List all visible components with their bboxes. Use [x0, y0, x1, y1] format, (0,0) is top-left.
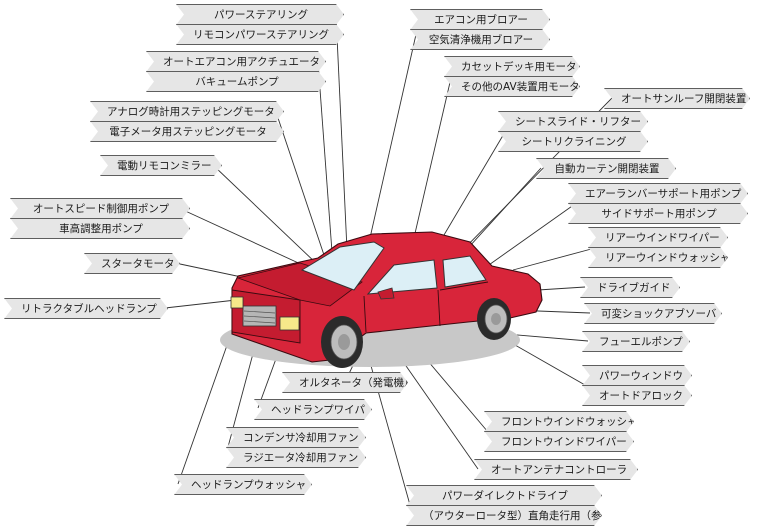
label-height-adjust-pump: 車高調整用ポンプ	[10, 218, 190, 239]
label-front-washer: フロントウインドウォッシャ	[484, 411, 634, 432]
label-starter-motor: スタータモータ	[84, 253, 180, 274]
label-headlamp-wiper: ヘッドランプワイパ	[254, 399, 372, 420]
label-remote-power-steering: リモコンパワーステアリング	[176, 24, 344, 45]
label-alternator: オルタネータ（発電機）	[282, 372, 408, 393]
rear-wheel	[477, 298, 511, 340]
label-seat-slide-lifter: シートスライド・リフター	[498, 111, 648, 132]
label-cassette-motor: カセットデッキ用モータ	[444, 56, 580, 77]
label-auto-curtain: 自動カーテン開閉装置	[536, 158, 676, 179]
label-auto-door-lock: オートドアロック	[582, 385, 692, 406]
label-seat-reclining: シートリクライニング	[498, 131, 648, 152]
label-retractable-headlamp: リトラクタブルヘッドランプ	[4, 298, 168, 319]
label-analog-clock-stepping: アナログ時計用ステッピングモータ	[90, 101, 284, 122]
label-other-av-motor: その他のAV装置用モータ	[444, 76, 580, 97]
grille	[242, 305, 277, 327]
label-rear-washer: リアーウインドウォッシャ	[588, 247, 728, 268]
label-front-wiper: フロントウインドワイパー	[484, 431, 634, 452]
label-sunroof: オートサンルーフ開閉装置	[604, 88, 750, 109]
left-headlight	[230, 296, 244, 309]
label-side-support-pump: サイドサポート用ポンプ	[568, 203, 748, 224]
label-air-lumbar-pump: エアーランバーサポート用ポンプ	[568, 183, 748, 204]
label-electric-remote-mirror: 電動リモコンミラー	[100, 155, 222, 176]
label-power-steering: パワーステアリング	[176, 4, 344, 25]
label-drive-guide: ドライブガイド	[580, 277, 680, 298]
label-air-purifier-blower: 空気清浄機用ブロアー	[410, 29, 550, 50]
label-auto-speed-pump: オートスピード制御用ポンプ	[10, 198, 190, 219]
label-headlamp-washer: ヘッドランプウォッシャ	[174, 474, 312, 495]
label-fuel-pump: フューエルポンプ	[582, 331, 690, 352]
windshield	[300, 241, 385, 291]
label-power-window: パワーウィンドウ	[582, 365, 692, 386]
front-side-window	[366, 259, 438, 295]
front-wheel	[321, 316, 363, 368]
label-radiator-fan: ラジエータ冷却用ファン	[226, 447, 366, 468]
side-mirror	[377, 287, 395, 300]
label-auto-antenna: オートアンテナコントローラ	[474, 459, 638, 480]
rear-side-window	[442, 255, 487, 288]
label-condenser-fan: コンデンサ冷却用ファン	[226, 427, 366, 448]
label-vacuum-pump: バキュームポンプ	[146, 71, 326, 92]
right-headlight	[279, 316, 300, 331]
label-outer-rotor-note: （アウターロータ型）直角走行用（参考）	[406, 505, 602, 526]
label-electronic-meter-stepping: 電子メータ用ステッピングモータ	[90, 121, 284, 142]
label-aircon-blower: エアコン用ブロアー	[410, 9, 550, 30]
label-auto-aircon-actuator: オートエアコン用アクチュエータ	[146, 51, 326, 72]
label-power-direct-drive: パワーダイレクトドライブ	[406, 485, 602, 506]
label-variable-shock: 可変ショックアブソーバ	[584, 303, 722, 324]
label-rear-wiper: リアーウインドワイパー	[588, 227, 728, 248]
